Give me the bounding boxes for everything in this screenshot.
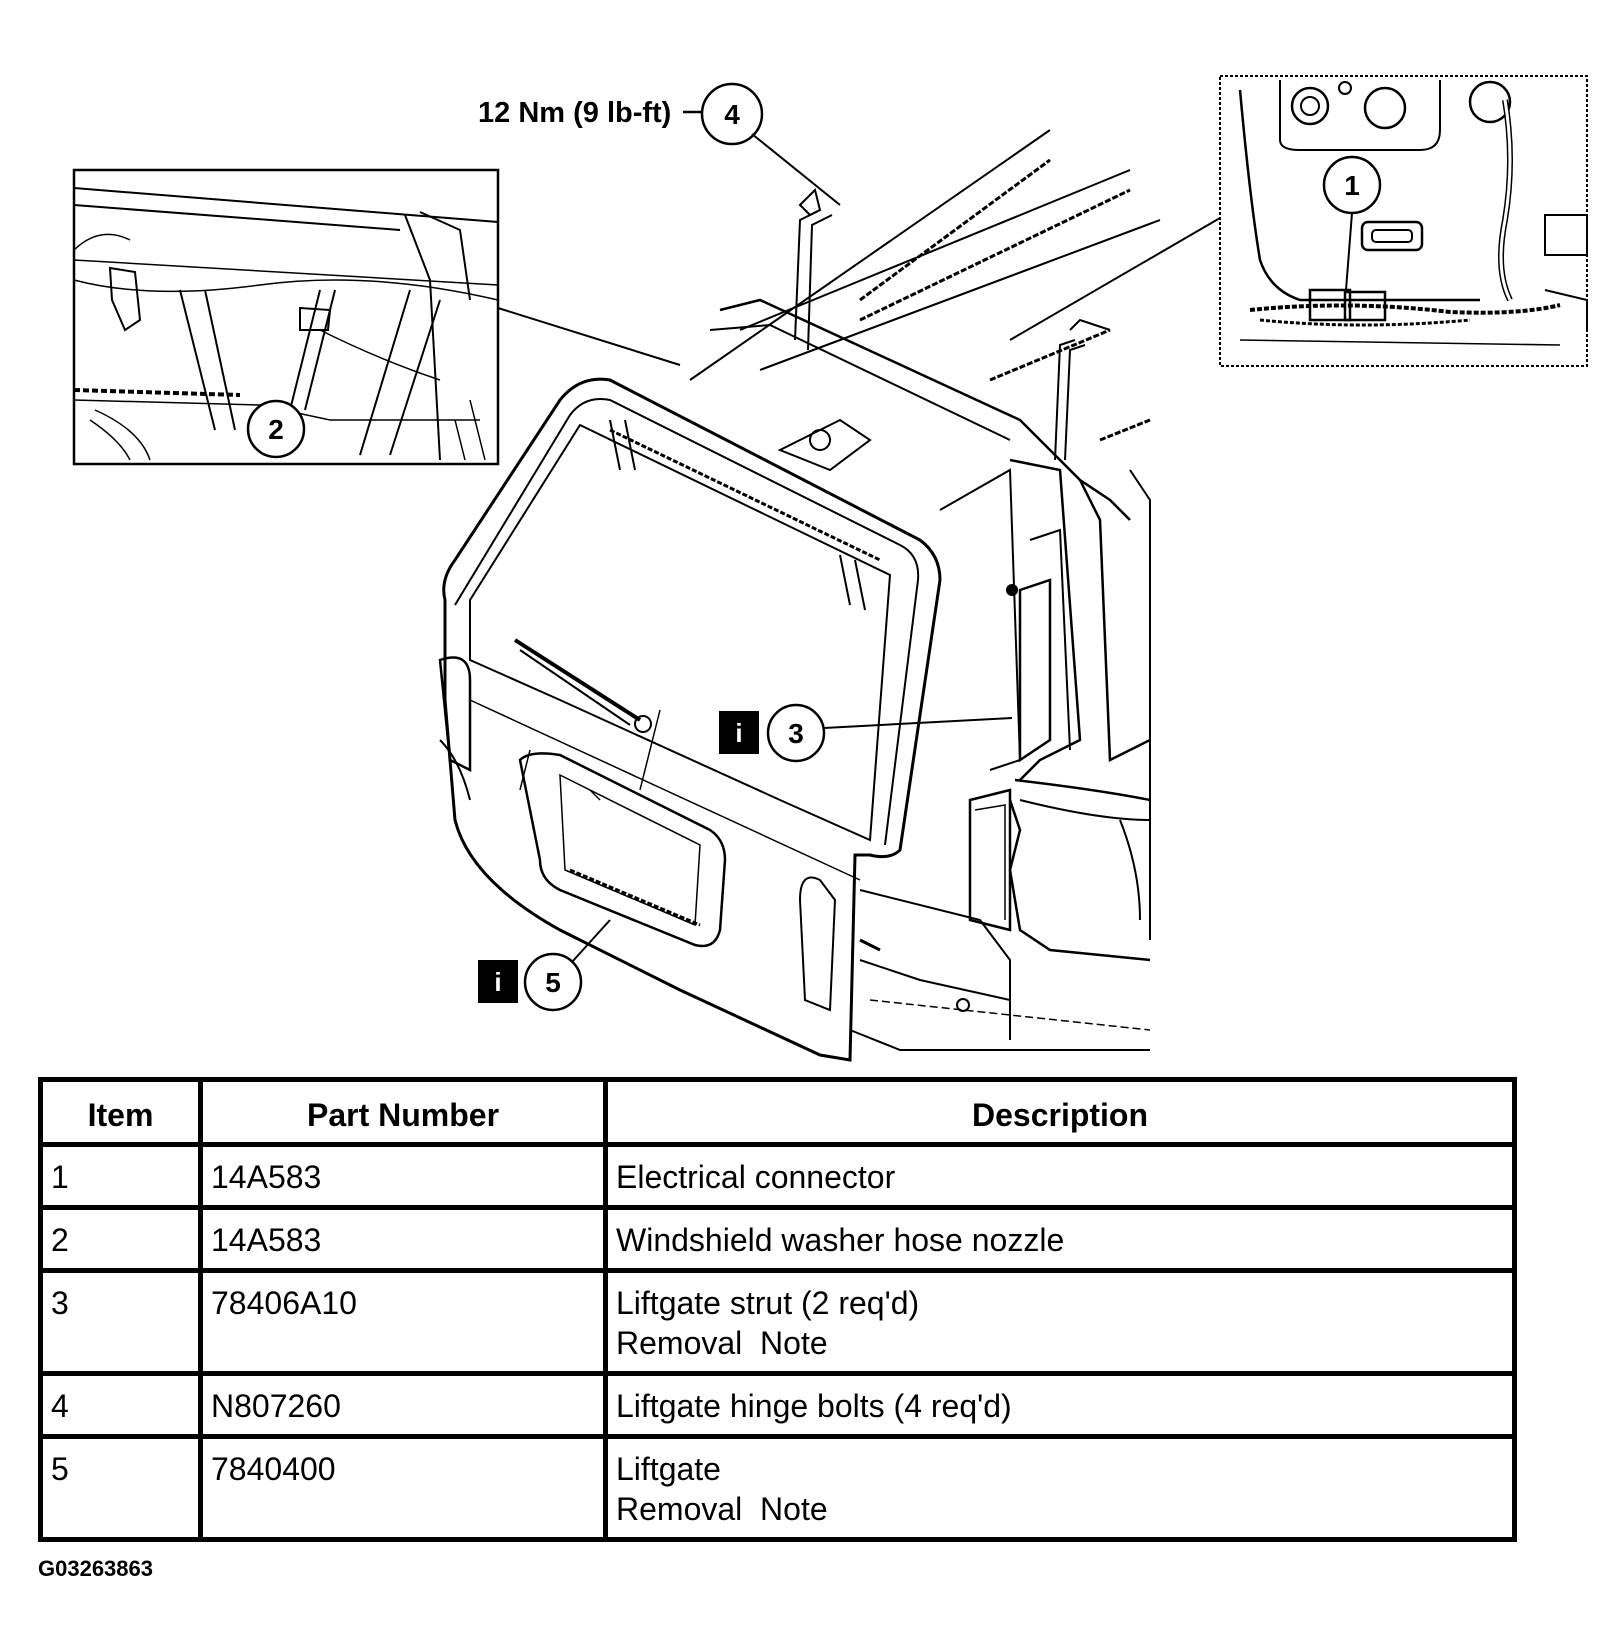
table-row: 5 7840400 Liftgate Removal Note — [38, 1434, 1517, 1542]
row-item: 5 — [38, 1434, 203, 1542]
parts-table: Item Part Number Description 1 14A583 El… — [38, 1077, 1517, 1542]
liftgate — [438, 377, 942, 1062]
svg-text:4: 4 — [724, 99, 740, 130]
liftgate-illustration: 12 Nm (9 lb-ft) 4 2 — [72, 75, 1588, 1062]
table-row: 4 N807260 Liftgate hinge bolts (4 req'd) — [38, 1371, 1517, 1439]
header-description: Description — [603, 1077, 1517, 1147]
removal-note-link[interactable]: Removal Note — [616, 1325, 828, 1361]
callout-3-info-icon: i — [719, 711, 759, 754]
svg-text:1: 1 — [1344, 170, 1360, 201]
svg-text:i: i — [735, 718, 742, 748]
callout-5: 5 — [523, 952, 583, 1012]
description-text: Liftgate strut (2 req'd) — [616, 1285, 920, 1321]
callout-5-info-icon: i — [478, 960, 518, 1003]
row-item: 1 — [38, 1142, 203, 1210]
svg-text:5: 5 — [545, 967, 561, 998]
svg-text:3: 3 — [788, 718, 804, 749]
description-text: Liftgate — [616, 1451, 721, 1487]
figure-id: G03263863 — [38, 1556, 153, 1581]
washer-nozzle-detail-inset — [72, 168, 500, 466]
row-part-number: 7840400 — [198, 1434, 608, 1542]
row-item: 4 — [38, 1371, 203, 1439]
row-part-number: 14A583 — [198, 1205, 608, 1273]
callout-3: 3 — [766, 703, 826, 763]
vehicle-rear-body — [689, 129, 1161, 1051]
row-description: Windshield washer hose nozzle — [603, 1205, 1517, 1273]
row-part-number: N807260 — [198, 1371, 608, 1439]
row-part-number: 78406A10 — [198, 1268, 608, 1376]
table-header-row: Item Part Number Description — [38, 1077, 1517, 1147]
callout-4: 4 — [700, 82, 764, 146]
row-description: Liftgate Removal Note — [603, 1434, 1517, 1542]
header-item: Item — [38, 1077, 203, 1147]
removal-note-link[interactable]: Removal Note — [616, 1491, 828, 1527]
row-item: 3 — [38, 1268, 203, 1376]
svg-text:i: i — [494, 967, 501, 997]
torque-label: 12 Nm (9 lb-ft) — [478, 97, 671, 129]
description-text: Liftgate hinge bolts (4 req'd) — [616, 1388, 1012, 1424]
callout-2: 2 — [246, 399, 306, 459]
row-description: Liftgate strut (2 req'd) Removal Note — [603, 1268, 1517, 1376]
table-row: 3 78406A10 Liftgate strut (2 req'd) Remo… — [38, 1268, 1517, 1376]
callout-1: 1 — [1322, 155, 1382, 215]
table-row: 2 14A583 Windshield washer hose nozzle — [38, 1205, 1517, 1273]
table-row: 1 14A583 Electrical connector — [38, 1142, 1517, 1210]
row-item: 2 — [38, 1205, 203, 1273]
electrical-connector-detail-inset — [1219, 75, 1588, 367]
svg-text:2: 2 — [268, 414, 284, 445]
row-part-number: 14A583 — [198, 1142, 608, 1210]
row-description: Electrical connector — [603, 1142, 1517, 1210]
header-part-number: Part Number — [198, 1077, 608, 1147]
description-text: Electrical connector — [616, 1159, 896, 1195]
row-description: Liftgate hinge bolts (4 req'd) — [603, 1371, 1517, 1439]
description-text: Windshield washer hose nozzle — [616, 1222, 1065, 1258]
